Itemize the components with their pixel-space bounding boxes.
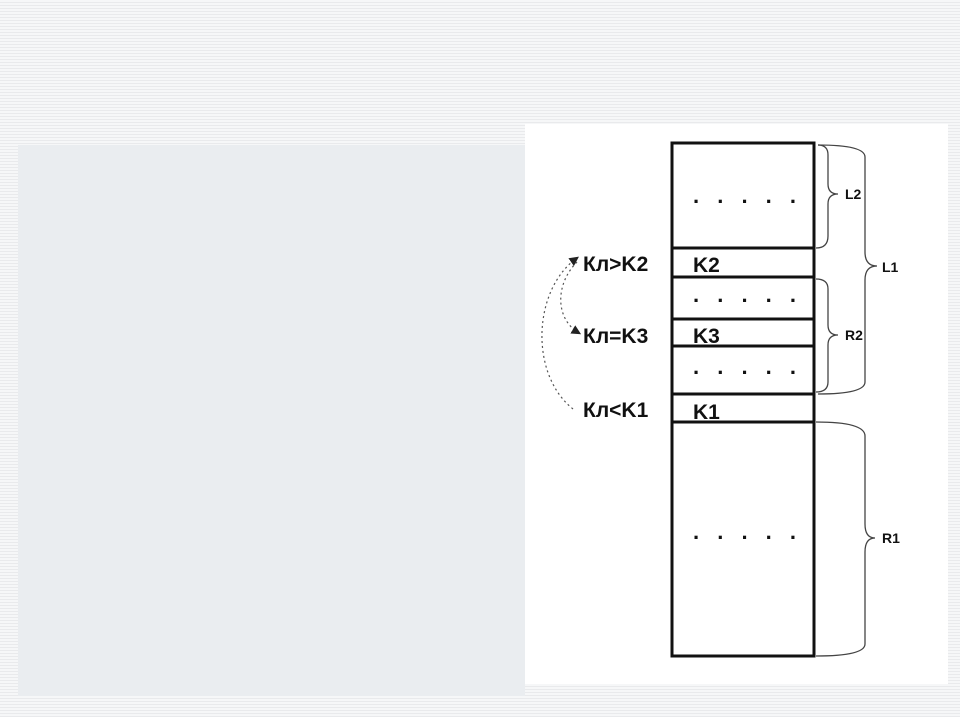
cell-gap-a: . . . . . xyxy=(693,282,802,307)
arrow-to-greater xyxy=(541,256,579,410)
cell-top-gap: . . . . . xyxy=(693,183,802,208)
cell-bottom-gap: . . . . . xyxy=(693,519,802,544)
brace-l2 xyxy=(815,144,839,249)
cell-gap-b: . . . . . xyxy=(693,354,802,379)
brace-r1 xyxy=(815,421,876,657)
brace-r2 xyxy=(815,278,839,393)
brace-label-r2: R2 xyxy=(845,327,863,343)
brace-label-l1: L1 xyxy=(882,259,899,275)
cell-k2: K2 xyxy=(693,254,720,277)
table-outline xyxy=(670,141,816,658)
cell-k1: K1 xyxy=(693,401,720,424)
blank-content-panel xyxy=(18,145,525,696)
brace-l1 xyxy=(817,144,878,395)
comparison-equal: Кл=K3 xyxy=(583,325,648,348)
binary-search-diagram: . . . . . K2 . . . . . K3 . . . . . K1 .… xyxy=(525,124,948,684)
brace-label-r1: R1 xyxy=(882,530,900,546)
comparison-greater: Кл>K2 xyxy=(583,253,648,276)
arrow-to-equal xyxy=(560,261,582,335)
comparison-less: Кл<K1 xyxy=(583,399,649,422)
brace-label-l2: L2 xyxy=(845,186,862,202)
cell-k3: K3 xyxy=(693,325,720,348)
table-column xyxy=(670,141,816,658)
diagram-canvas: . . . . . K2 . . . . . K3 . . . . . K1 .… xyxy=(541,141,900,658)
